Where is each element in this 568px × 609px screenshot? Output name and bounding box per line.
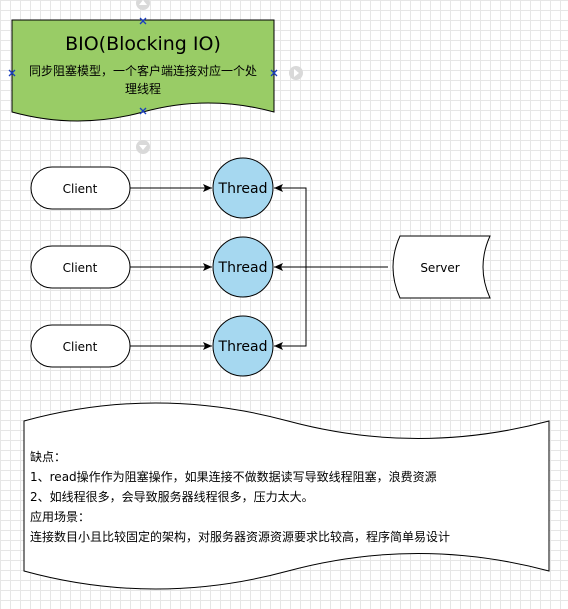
client-node-3[interactable]: Client bbox=[30, 324, 131, 368]
resize-handle-bottom bbox=[139, 107, 147, 115]
resize-handle-top bbox=[139, 17, 147, 25]
notes-box[interactable]: 缺点： 1、read操作作为阻塞操作，如果连接不做数据读写导致线程阻塞，浪费资源… bbox=[23, 402, 550, 590]
thread-node-3[interactable]: Thread bbox=[212, 315, 274, 377]
notes-line-3: 2、如线程很多，会导致服务器线程很多，压力太大。 bbox=[30, 489, 314, 504]
server-node[interactable]: Server bbox=[392, 235, 491, 299]
client-label-1: Client bbox=[63, 182, 98, 196]
connect-arrow-right-icon bbox=[289, 66, 303, 80]
notes-line-4: 应用场景： bbox=[30, 509, 90, 524]
client-node-1[interactable]: Client bbox=[30, 166, 131, 210]
client-label-3: Client bbox=[63, 340, 98, 354]
thread-node-1[interactable]: Thread bbox=[212, 157, 274, 219]
edge-server-thread3[interactable] bbox=[274, 266, 388, 350]
notes-line-5: 连接数目小且比较固定的架构，对服务器资源资源要求比较高，程序简单易设计 bbox=[30, 529, 450, 544]
server-label: Server bbox=[420, 261, 459, 275]
selection-handles[interactable] bbox=[8, 0, 303, 154]
connect-arrow-down-icon bbox=[136, 140, 150, 154]
subtitle-line-1: 同步阻塞模型，一个客户端连接对应一个处 bbox=[29, 63, 257, 78]
client-label-2: Client bbox=[63, 261, 98, 275]
subtitle-line-2: 理线程 bbox=[125, 81, 161, 96]
client-node-2[interactable]: Client bbox=[30, 245, 131, 289]
title-text: BIO(Blocking IO) bbox=[65, 33, 221, 55]
resize-handle-right bbox=[270, 69, 278, 77]
thread-node-2[interactable]: Thread bbox=[212, 236, 274, 298]
edge-server-thread1[interactable] bbox=[274, 184, 388, 268]
notes-line-2: 1、read操作作为阻塞操作，如果连接不做数据读写导致线程阻塞，浪费资源 bbox=[30, 469, 437, 484]
title-box[interactable]: BIO(Blocking IO) 同步阻塞模型，一个客户端连接对应一个处 理线程 bbox=[11, 19, 275, 122]
connect-arrow-up-icon bbox=[136, 0, 150, 10]
thread-label-1: Thread bbox=[218, 181, 268, 197]
notes-line-1: 缺点： bbox=[30, 449, 66, 464]
resize-handle-left bbox=[8, 69, 16, 77]
thread-label-2: Thread bbox=[218, 260, 268, 276]
thread-label-3: Thread bbox=[218, 339, 268, 355]
